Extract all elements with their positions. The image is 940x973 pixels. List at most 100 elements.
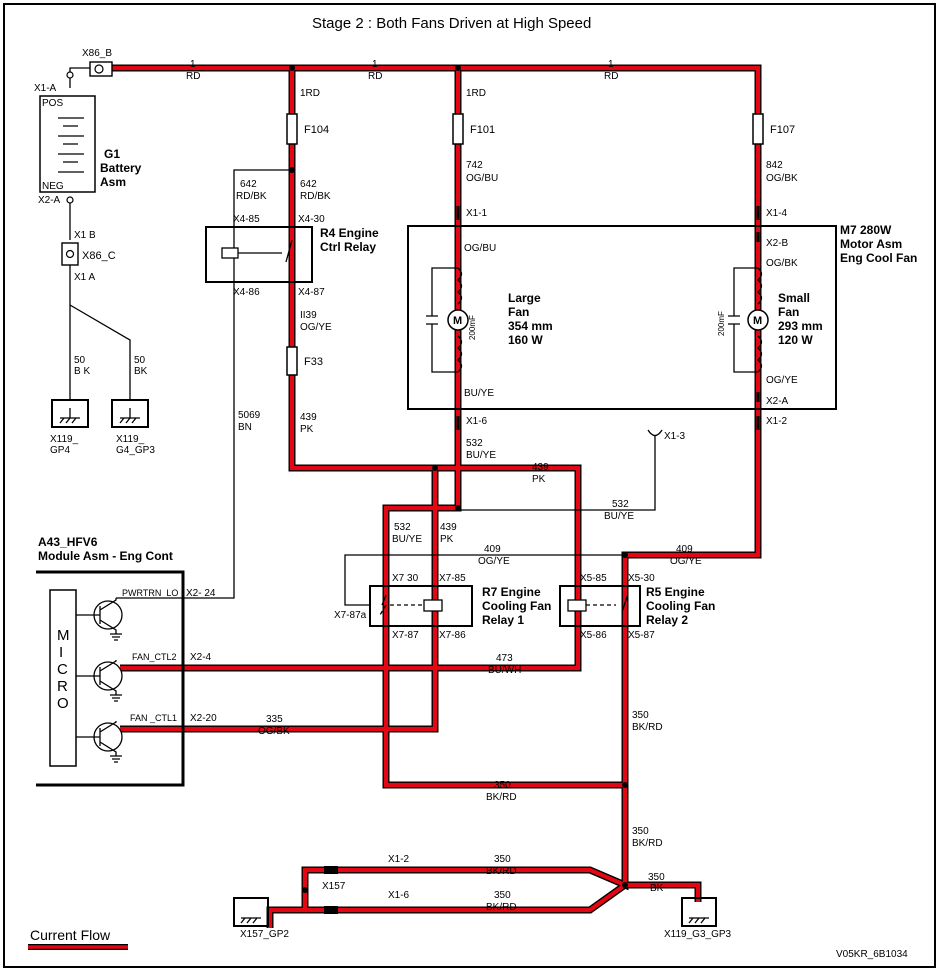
connector-x86b: X86_B: [82, 48, 113, 77]
svg-text:C: C: [57, 661, 68, 678]
wire-1a-color: RD: [186, 71, 200, 82]
relay-r7-pin85: X7-85: [439, 573, 466, 584]
module-label1: A43_HFV6: [38, 535, 98, 549]
fuse-f107: F107: [752, 113, 795, 145]
svg-text:R: R: [57, 678, 68, 695]
motor-x1-2: X1-2: [766, 416, 788, 427]
relay-r5-label3: Relay 2: [646, 613, 688, 627]
svg-text:M: M: [57, 627, 70, 644]
wire-ii39-number: II39: [300, 310, 317, 321]
wire-409b-number: 409: [676, 544, 693, 555]
large-fan-label2: Fan: [508, 305, 529, 319]
wire-532-color: BU/YE: [466, 450, 496, 461]
wire-439b-number: 439: [532, 462, 549, 473]
connector-x1b-label: X1 B: [74, 230, 96, 241]
wire-439-number: 439: [300, 412, 317, 423]
motor-og-bk: OG/BK: [766, 258, 798, 269]
battery-terminal-neg: [66, 196, 74, 204]
connector-x86b-label: X86_B: [82, 48, 112, 59]
diagram-frame: [3, 3, 936, 968]
relay-r5-pin86: X5-86: [580, 630, 607, 641]
wire-532c-color: BU/YE: [392, 534, 422, 545]
wire-439b-color: PK: [532, 474, 546, 485]
wire-742-color: OG/BU: [466, 173, 498, 184]
battery-label-line2: Asm: [100, 175, 126, 189]
splice-x157: X157 X1-2 X1-6: [322, 854, 410, 914]
motor-bu-ye: BU/YE: [464, 388, 494, 399]
wire-642b-color: RD/BK: [300, 191, 331, 202]
current-flow-legend: Current Flow: [28, 927, 128, 950]
wire-1c-color: RD: [604, 71, 618, 82]
small-fan-motor-icon: [747, 309, 769, 331]
wire-409a-number: 409: [484, 544, 501, 555]
wire-50a-number: 50: [74, 355, 86, 366]
relay-r4: X4-85 X4-30 X4-86 X4-87 R4 Engine Ctrl R…: [205, 214, 379, 298]
splice-x1-2-label: X1-2: [388, 854, 410, 865]
motor-assembly-m7: M7 280W Motor Asm Eng Cool Fan X1-1 X1-4…: [407, 206, 917, 442]
module-fan-ctl2: FAN_CTL2: [132, 652, 177, 662]
legend-label: Current Flow: [30, 927, 111, 943]
relay-r7: X7 30 X7-85 X7-87a X7-87 X7-86 R7 Engine…: [334, 573, 551, 641]
small-fan-label4: 120 W: [778, 333, 813, 347]
ground-x119-gp4: X119_ GP4: [50, 399, 89, 456]
relay-r7-pin86: X7-86: [439, 630, 466, 641]
wire-742-number: 742: [466, 160, 483, 171]
wire-5069-number: 5069: [238, 410, 261, 421]
wire-1rd-b: 1RD: [466, 88, 486, 99]
small-fan: M 200mF Small Fan 293 mm 120 W: [717, 267, 823, 373]
wire-642a-number: 642: [240, 179, 257, 190]
diagram-title: Stage 2 : Both Fans Driven at High Speed: [312, 15, 591, 32]
micro-letters: MIC RO: [57, 627, 70, 712]
relay-r4-pin30: X4-30: [298, 214, 325, 225]
wire-1a-number: 1: [190, 59, 196, 70]
module-pin-x2-24: X2- 24: [186, 588, 216, 599]
relay-r4-pin87: X4-87: [298, 287, 325, 298]
motor-x1-4: X1-4: [766, 208, 788, 219]
ground-x157-gp2: X157_GP2: [233, 897, 289, 940]
battery-neg-label: NEG: [42, 181, 64, 192]
battery-pos-label: POS: [42, 98, 63, 109]
wire-350c-color: BK/RD: [632, 838, 663, 849]
wire-1rd-a: 1RD: [300, 88, 320, 99]
motor-x2-a: X2-A: [766, 396, 789, 407]
large-fan-label3: 354 mm: [508, 319, 553, 333]
battery-bottom-connector: X2-A: [38, 195, 61, 206]
wire-350f-number: 350: [648, 872, 665, 883]
wire-842-number: 842: [766, 160, 783, 171]
connector-x86c-label: X86_C: [82, 250, 116, 262]
motor-x1-6: X1-6: [466, 416, 488, 427]
wire-350e-number: 350: [494, 890, 511, 901]
wire-439c-number: 439: [440, 522, 457, 533]
relay-r5-label1: R5 Engine: [646, 585, 705, 599]
wire-350d-color: BK/RD: [486, 866, 517, 877]
relay-r5-label2: Cooling Fan: [646, 599, 715, 613]
relay-r5-pin30: X5-30: [628, 573, 655, 584]
current-flow-paths: [112, 64, 762, 928]
wire-1c-number: 1: [608, 59, 614, 70]
battery-g1: POS NEG X1-A X2-A G1 Battery Asm: [34, 71, 142, 206]
micro-block: [49, 589, 77, 767]
wire-335-number: 335: [266, 714, 283, 725]
wire-642b-number: 642: [300, 179, 317, 190]
wire-50b-number: 50: [134, 355, 146, 366]
wire-ii39-color: OG/YE: [300, 322, 332, 333]
connector-x86c: X1 B X86_C X1 A: [61, 230, 116, 283]
fuse-f107-label: F107: [770, 124, 795, 136]
wire-350a-color: BK/RD: [632, 722, 663, 733]
small-fan-label1: Small: [778, 291, 810, 305]
wire-642a-color: RD/BK: [236, 191, 267, 202]
wire-50b-color: BK: [134, 366, 148, 377]
wire-842-color: OG/BK: [766, 173, 798, 184]
fuse-f104-label: F104: [304, 124, 329, 136]
module-pin-x2-20: X2-20: [190, 713, 217, 724]
wire-473-number: 473: [496, 653, 513, 664]
fuse-f33-label: F33: [304, 356, 323, 368]
junction-dots: [289, 65, 628, 893]
relay-r5: X5-85 X5-30 X5-86 X5-87 R5 Engine Coolin…: [559, 573, 715, 641]
wire-350e-color: BK/RD: [486, 902, 517, 913]
relay-r7-pin87: X7-87: [392, 630, 419, 641]
ground-1-label: X119_: [50, 434, 79, 445]
battery-name: G1: [104, 147, 120, 161]
